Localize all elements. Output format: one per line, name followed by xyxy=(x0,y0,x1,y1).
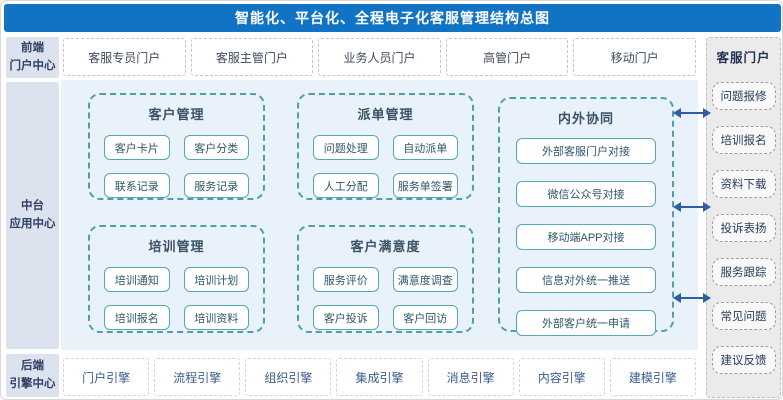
group-title: 培训管理 xyxy=(148,239,205,254)
group-item: 培训通知 xyxy=(104,267,170,292)
group-item-grid: 培训通知 培训计划 培训报名 培训资料 xyxy=(90,255,263,330)
bottom-engine-row: 门户引擎 流程引擎 组织引擎 集成引擎 消息引擎 内容引擎 建模引擎 xyxy=(63,358,696,396)
group-item: 培训资料 xyxy=(183,305,249,330)
engine-box-content: 内容引擎 xyxy=(518,358,605,396)
right-panel-item: 资料下载 xyxy=(711,170,776,198)
group-item: 移动端APP对接 xyxy=(516,224,656,250)
engine-box-portal: 门户引擎 xyxy=(63,358,150,396)
group-item: 服务评价 xyxy=(313,267,379,292)
group-title: 内外协同 xyxy=(557,111,614,126)
group-item: 客户卡片 xyxy=(104,135,170,160)
group-item: 人工分配 xyxy=(313,173,379,198)
group-dispatch-management: 派单管理 问题处理 自动派单 人工分配 服务单签署 xyxy=(297,93,474,200)
double-arrow-icon xyxy=(673,108,711,118)
rail-label-line: 后端 xyxy=(21,359,44,372)
group-customer-satisfaction: 客户满意度 服务评价 满意度调查 客户投诉 客户回访 xyxy=(297,225,474,333)
portal-box-supervisor: 客服主管门户 xyxy=(190,38,314,76)
group-item: 客户回访 xyxy=(392,305,458,330)
right-panel-title: 客服门户 xyxy=(716,50,771,65)
portal-box-business: 业务人员门户 xyxy=(318,38,441,76)
group-item: 问题处理 xyxy=(313,135,379,160)
right-panel-item: 培训报名 xyxy=(711,126,776,154)
portal-box-agent: 客服专员门户 xyxy=(63,38,186,76)
group-item: 信息对外统一推送 xyxy=(516,267,656,293)
double-arrow-icon xyxy=(673,293,711,303)
engine-box-organization: 组织引擎 xyxy=(245,358,332,396)
group-internal-external-collaboration: 内外协同 外部客服门户对接 微信公众号对接 移动端APP对接 信息对外统一推送 … xyxy=(498,97,674,336)
right-service-portal-panel: 客服门户 问题报修 培训报名 资料下载 投诉表扬 服务跟踪 常见问题 建议反馈 xyxy=(706,37,781,398)
engine-box-process: 流程引擎 xyxy=(154,358,241,396)
group-item: 客户分类 xyxy=(183,135,249,160)
right-panel-item: 问题报修 xyxy=(711,82,776,110)
group-item: 服务记录 xyxy=(183,173,249,198)
rail-label-line: 门户中心 xyxy=(9,59,56,72)
right-panel-item: 服务跟踪 xyxy=(711,258,776,286)
rail-label-line: 引擎中心 xyxy=(9,377,56,390)
group-title: 派单管理 xyxy=(357,107,414,122)
group-title: 客户管理 xyxy=(148,107,205,122)
right-panel-item: 常见问题 xyxy=(711,302,776,330)
group-item: 客户投诉 xyxy=(313,305,379,330)
portal-box-mobile: 移动门户 xyxy=(573,38,696,76)
group-item: 培训计划 xyxy=(183,267,249,292)
engine-box-modeling: 建模引擎 xyxy=(609,358,696,396)
diagram-title: 智能化、平台化、全程电子化客服管理结构总图 xyxy=(235,10,550,26)
group-item-grid: 客户卡片 客户分类 联系记录 服务记录 xyxy=(90,123,263,198)
rail-label-line: 前端 xyxy=(21,41,44,54)
group-item: 自动派单 xyxy=(392,135,458,160)
group-item-stack: 外部客服门户对接 微信公众号对接 移动端APP对接 信息对外统一推送 外部客户统… xyxy=(500,127,672,336)
group-customer-management: 客户管理 客户卡片 客户分类 联系记录 服务记录 xyxy=(88,93,265,200)
group-item: 微信公众号对接 xyxy=(516,181,656,207)
rail-label-line: 中台 xyxy=(21,199,44,212)
middle-application-area: 客户管理 客户卡片 客户分类 联系记录 服务记录 派单管理 问题处理 自动派单 … xyxy=(61,80,698,350)
rail-middle-application-center: 中台 应用中心 xyxy=(6,82,59,349)
rail-frontend-portal-center: 前端 门户中心 xyxy=(6,37,59,78)
group-item-grid: 问题处理 自动派单 人工分配 服务单签署 xyxy=(299,123,472,198)
group-item: 培训报名 xyxy=(104,305,170,330)
group-item: 外部客户统一申请 xyxy=(516,310,656,336)
group-item-grid: 服务评价 满意度调查 客户投诉 客户回访 xyxy=(299,255,472,330)
portal-box-executive: 高管门户 xyxy=(445,38,569,76)
group-training-management: 培训管理 培训通知 培训计划 培训报名 培训资料 xyxy=(88,225,265,333)
group-item: 联系记录 xyxy=(104,173,170,198)
right-panel-item: 投诉表扬 xyxy=(711,214,776,242)
rail-label-line: 应用中心 xyxy=(9,217,56,230)
double-arrow-icon xyxy=(673,202,711,212)
group-item: 服务单签署 xyxy=(392,173,458,198)
engine-box-message: 消息引擎 xyxy=(427,358,514,396)
group-item: 满意度调查 xyxy=(392,267,458,292)
engine-box-integration: 集成引擎 xyxy=(336,358,423,396)
group-item: 外部客服门户对接 xyxy=(516,138,656,164)
group-title: 客户满意度 xyxy=(350,239,421,254)
top-portal-row: 客服专员门户 客服主管门户 业务人员门户 高管门户 移动门户 xyxy=(63,38,696,76)
rail-backend-engine-center: 后端 引擎中心 xyxy=(6,354,59,397)
right-panel-item: 建议反馈 xyxy=(711,346,776,374)
diagram-title-bar: 智能化、平台化、全程电子化客服管理结构总图 xyxy=(4,4,781,32)
